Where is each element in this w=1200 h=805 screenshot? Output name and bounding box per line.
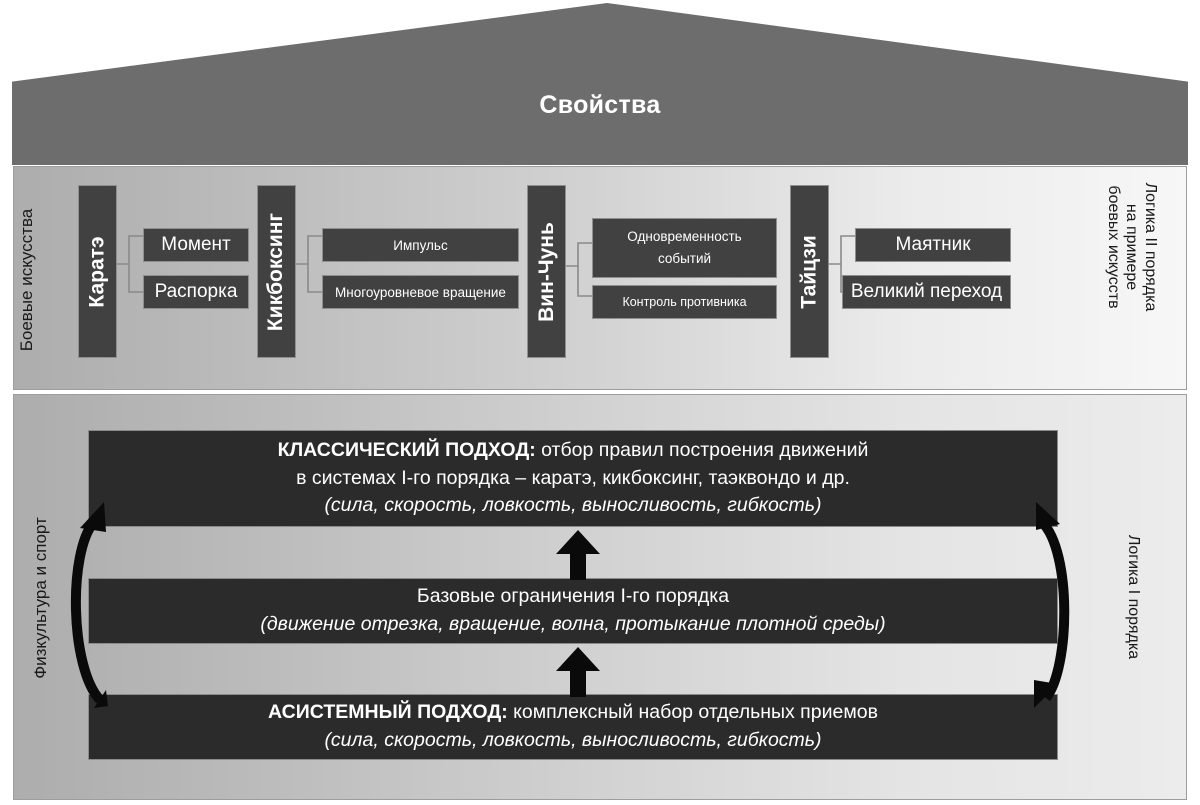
curved-arrow-up-icon <box>70 502 108 708</box>
property-label: Контроль противника <box>622 295 747 309</box>
property-box-wing-chun-1[interactable]: Одновременность событий <box>592 218 777 278</box>
approach-box-asystem[interactable]: АСИСТЕМНЫЙ ПОДХОД: комплексный набор отд… <box>88 694 1058 760</box>
arrow-up-icon <box>556 530 600 580</box>
style-pillar-taiji[interactable]: Тайцзи <box>790 185 829 358</box>
property-box-wing-chun-2[interactable]: Контроль противника <box>592 285 777 319</box>
property-label: Импульс <box>393 237 448 253</box>
logic-second-order-right-label: Логика II порядка на примере боевых иску… <box>1104 182 1159 312</box>
approach-rest: отбор правил построения движений <box>535 438 869 461</box>
property-box-taiji-2[interactable]: Великий переход <box>842 275 1011 309</box>
approach-bold-label: КЛАССИЧЕСКИЙ ПОДХОД: <box>277 438 536 461</box>
style-pillar-label: Кикбоксинг <box>264 212 288 331</box>
property-box-taiji-1[interactable]: Маятник <box>855 228 1011 262</box>
property-label: Великий переход <box>850 281 1003 302</box>
physical-culture-left-label: Физкультура и спорт <box>31 517 50 679</box>
approach-rest: комплексный набор отдельных приемов <box>507 701 878 724</box>
approach-line: (сила, скорость, ловкость, выносливость,… <box>324 492 821 520</box>
martial-arts-left-label: Боевые искусства <box>17 208 36 352</box>
approach-line: Базовые ограничения I-го порядка <box>416 585 730 608</box>
connector-kickboxing <box>296 235 322 293</box>
property-box-kickboxing-2[interactable]: Многоуровневое вращение <box>322 275 519 309</box>
approach-italic: (сила, скорость, ловкость, выносливость,… <box>324 729 822 751</box>
logic-first-order-right-label: Логика I порядка <box>1125 534 1142 660</box>
style-pillar-label: Тайцзи <box>797 234 821 309</box>
style-pillar-karate[interactable]: Каратэ <box>78 185 117 358</box>
style-pillar-label: Каратэ <box>85 235 109 308</box>
approach-line: (движение отрезка, вращение, волна, прот… <box>260 611 885 639</box>
roof-shape: Свойства <box>12 3 1188 165</box>
connector-wing-chun <box>566 242 592 297</box>
style-pillar-kickboxing[interactable]: Кикбоксинг <box>257 185 296 358</box>
approach-box-base-constraints[interactable]: Базовые ограничения I-го порядка (движен… <box>88 578 1058 644</box>
approach-italic: (движение отрезка, вращение, волна, прот… <box>260 613 886 635</box>
style-pillar-wing-chun[interactable]: Вин-Чунь <box>527 185 566 358</box>
curved-arrow-down-icon <box>1034 502 1070 708</box>
connector-karate <box>117 235 143 293</box>
property-label: Многоуровневое вращение <box>335 284 506 300</box>
property-label: Распорка <box>154 281 238 302</box>
style-pillar-label: Вин-Чунь <box>534 221 558 322</box>
approach-line: (сила, скорость, ловкость, выносливость,… <box>324 727 821 755</box>
property-box-karate-1[interactable]: Момент <box>143 228 249 262</box>
arrow-up-icon <box>556 647 600 697</box>
approach-box-classic[interactable]: КЛАССИЧЕСКИЙ ПОДХОД: отбор правил постро… <box>88 430 1058 527</box>
approach-bold-label: АСИСТЕМНЫЙ ПОДХОД: <box>268 701 508 724</box>
approach-line: КЛАССИЧЕСКИЙ ПОДХОД: отбор правил постро… <box>278 437 869 465</box>
roof-title: Свойства <box>539 91 661 119</box>
property-box-karate-2[interactable]: Распорка <box>143 275 249 309</box>
approach-line: АСИСТЕМНЫЙ ПОДХОД: комплексный набор отд… <box>268 699 878 727</box>
property-box-kickboxing-1[interactable]: Импульс <box>322 228 519 262</box>
property-label: Одновременность событий <box>627 229 742 266</box>
property-label: Момент <box>161 234 231 255</box>
approach-italic: (сила, скорость, ловкость, выносливость,… <box>324 494 822 517</box>
property-label: Маятник <box>895 234 971 255</box>
approach-line: в системах I-го порядка – каратэ, кикбок… <box>296 466 850 489</box>
